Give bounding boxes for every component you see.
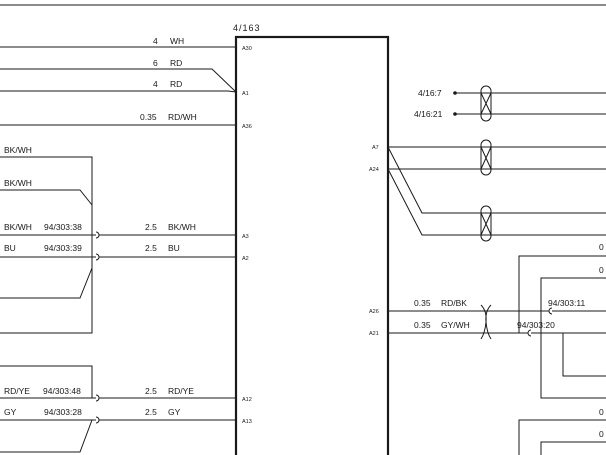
left-bracket-lower: [0, 365, 93, 453]
pin-a24: A24: [369, 167, 379, 173]
far-left-label-2: BK/WH: [4, 178, 32, 188]
wire-a36: 0.35 RD/WH A36: [0, 112, 252, 130]
wire-a2: BU 94/303:39 2.5 BU A2: [0, 243, 249, 262]
wire-a36-size: 0.35: [140, 112, 157, 122]
twist-marker-a26-a21: [480, 304, 492, 340]
wire-6rd-color: RD: [170, 58, 182, 68]
pin-a21: A21: [369, 331, 379, 337]
wire-a12: RD/YE 94/303:48 2.5 RD/YE A12: [0, 386, 252, 403]
ref-label-4-16-7: 4/16:7: [418, 88, 442, 98]
wire-a26: A26 0.35 RD/BK 94/303:11: [369, 298, 606, 315]
connector-94-303-20: 94/303:20: [517, 320, 555, 330]
pin-a36: A36: [242, 124, 252, 130]
pin-a26: A26: [369, 309, 379, 315]
left-bracket-upper: BK/WH BK/WH: [0, 145, 93, 334]
wire-a24: A24: [369, 167, 606, 236]
far-left-label-3: BK/WH: [4, 222, 32, 232]
wire-a2-color: BU: [168, 243, 180, 253]
far-left-label-6: GY: [4, 407, 17, 417]
wire-a21-size: 0.35: [414, 320, 431, 330]
wire-a30-size: 4: [153, 36, 158, 46]
pin-a12: A12: [242, 397, 252, 403]
far-left-label-1: BK/WH: [4, 145, 32, 155]
far-left-label-5: RD/YE: [4, 386, 30, 396]
wire-a26-size: 0.35: [414, 298, 431, 308]
edge-digit-4: 0: [599, 429, 604, 439]
wire-a13-size: 2.5: [145, 407, 157, 417]
wire-a12-color: RD/YE: [168, 386, 194, 396]
wire-a26-color: RD/BK: [441, 298, 467, 308]
twisted-pair-marker-1: [480, 85, 492, 122]
wire-a12-size: 2.5: [145, 386, 157, 396]
wire-a3-color: BK/WH: [168, 222, 196, 232]
wire-a13-color: GY: [168, 407, 181, 417]
pin-a2: A2: [242, 256, 249, 262]
pin-a13: A13: [242, 419, 252, 425]
ref-4-16-7: 4/16:7: [418, 88, 606, 98]
pin-a30: A30: [242, 46, 252, 52]
wire-a2-size: 2.5: [145, 243, 157, 253]
edge-digit-1: 0: [599, 242, 604, 252]
twisted-pair-marker-2: [480, 139, 492, 176]
ref-4-16-21: 4/16:21: [414, 109, 606, 119]
edge-digit-2: 0: [599, 265, 604, 275]
connector-94-303-28: 94/303:28: [44, 407, 82, 417]
ref-label-4-16-21: 4/16:21: [414, 109, 443, 119]
component-label: 4/163: [233, 23, 261, 33]
connector-94-303-39: 94/303:39: [44, 243, 82, 253]
wire-a30-color: WH: [170, 36, 184, 46]
wire-4rd-size: 4: [153, 79, 158, 89]
connector-94-303-48: 94/303:48: [43, 386, 81, 396]
right-bracket-group: 0 0 0 0: [518, 242, 606, 455]
wire-a1-6rd: 6 RD: [0, 58, 237, 93]
wire-a3: BK/WH 94/303:38 2.5 BK/WH A3: [0, 222, 249, 240]
far-left-label-4: BU: [4, 243, 16, 253]
pin-a3: A3: [242, 234, 249, 240]
edge-digit-3: 0: [599, 407, 604, 417]
connector-94-303-11: 94/303:11: [548, 298, 585, 308]
wire-a21-color: GY/WH: [441, 320, 470, 330]
twisted-pair-marker-3: [480, 205, 492, 242]
wire-a1-4rd: 4 RD A1: [0, 79, 249, 97]
wire-6rd-size: 6: [153, 58, 158, 68]
pin-a7: A7: [372, 145, 379, 151]
pin-a1: A1: [242, 91, 249, 97]
wire-a21: A21 0.35 GY/WH 94/303:20: [369, 320, 606, 337]
wire-a3-size: 2.5: [145, 222, 157, 232]
wire-4rd-color: RD: [170, 79, 182, 89]
control-module-box: [234, 35, 390, 455]
wire-a7: A7: [372, 145, 606, 214]
wire-a13: GY 94/303:28 2.5 GY A13: [0, 407, 252, 425]
connector-94-303-38: 94/303:38: [44, 222, 82, 232]
wire-a30: 4 WH A30: [0, 36, 252, 52]
wire-a36-color: RD/WH: [168, 112, 197, 122]
